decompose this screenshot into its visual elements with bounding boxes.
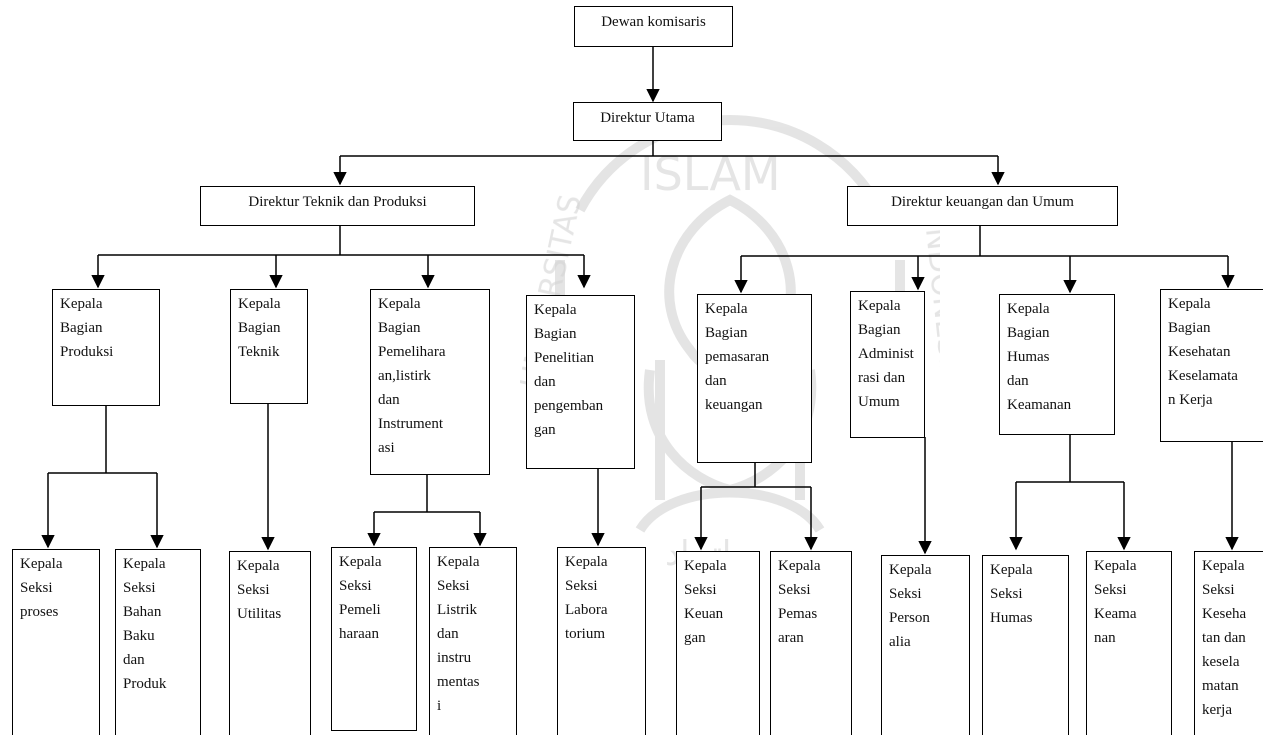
- node-kepala-bagian-pemasaran: Kepala Bagian pemasaran dan keuangan: [697, 294, 812, 463]
- node-kepala-seksi-pemeliharaan: Kepala Seksi Pemeli haraan: [331, 547, 417, 731]
- node-kepala-bagian-pemeliharaan: Kepala Bagian Pemelihara an,listirk dan …: [370, 289, 490, 475]
- node-direktur-keuangan-umum: Direktur keuangan dan Umum: [847, 186, 1118, 226]
- node-kepala-bagian-teknik: Kepala Bagian Teknik: [230, 289, 308, 404]
- node-kepala-seksi-pemasaran: Kepala Seksi Pemas aran: [770, 551, 852, 735]
- node-direktur-teknik-produksi: Direktur Teknik dan Produksi: [200, 186, 475, 226]
- node-kepala-seksi-humas: Kepala Seksi Humas: [982, 555, 1069, 735]
- node-direktur-utama: Direktur Utama: [573, 102, 722, 141]
- node-kepala-bagian-k3: Kepala Bagian Kesehatan Keselamata n Ker…: [1160, 289, 1263, 442]
- node-kepala-seksi-proses: Kepala Seksi proses: [12, 549, 100, 735]
- node-kepala-bagian-humas: Kepala Bagian Humas dan Keamanan: [999, 294, 1115, 435]
- node-kepala-seksi-keamanan: Kepala Seksi Keama nan: [1086, 551, 1172, 735]
- node-dewan-komisaris: Dewan komisaris: [574, 6, 733, 47]
- node-kepala-bagian-penelitian: Kepala Bagian Penelitian dan pengemban g…: [526, 295, 635, 469]
- node-kepala-seksi-personalia: Kepala Seksi Person alia: [881, 555, 970, 735]
- node-kepala-seksi-keuangan: Kepala Seksi Keuan gan: [676, 551, 760, 735]
- node-kepala-bagian-administrasi: Kepala Bagian Administ rasi dan Umum: [850, 291, 925, 438]
- node-kepala-bagian-produksi: Kepala Bagian Produksi: [52, 289, 160, 406]
- node-kepala-seksi-utilitas: Kepala Seksi Utilitas: [229, 551, 311, 735]
- node-kepala-seksi-bahan-baku: Kepala Seksi Bahan Baku dan Produk: [115, 549, 201, 735]
- node-kepala-seksi-laboratorium: Kepala Seksi Labora torium: [557, 547, 646, 735]
- node-kepala-seksi-k3: Kepala Seksi Keseha tan dan kesela matan…: [1194, 551, 1263, 735]
- node-kepala-seksi-listrik: Kepala Seksi Listrik dan instru mentas i: [429, 547, 517, 735]
